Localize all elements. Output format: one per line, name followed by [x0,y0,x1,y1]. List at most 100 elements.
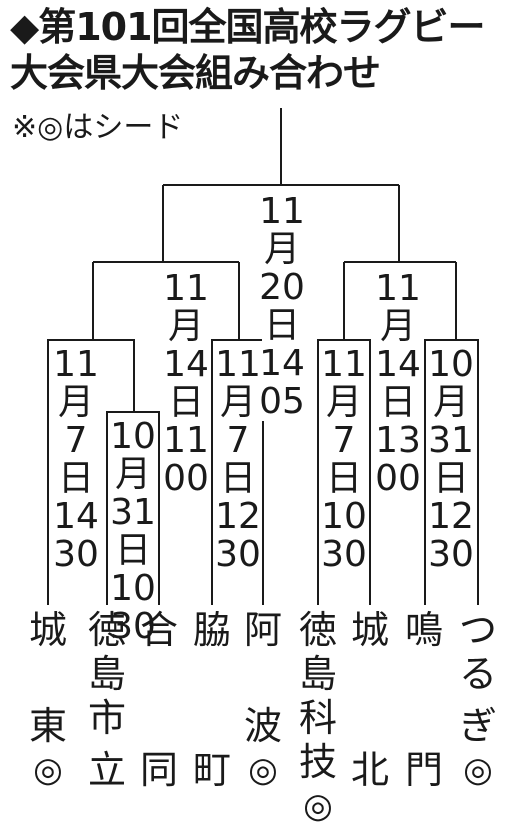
r1-right-time-2: 31 [428,420,474,461]
r1-left-time-2: 31 [110,492,156,533]
team-8-char-b: ぎ [458,704,497,748]
semi-right-time-1: 月 [379,306,416,347]
r1-left-time-4: 10 [110,568,156,609]
r1-right-time-5: 30 [428,534,474,575]
team-5-char-b: 技 [298,740,337,784]
team-1-char-2: 市 [87,696,126,740]
team-2-char-0: 合 [139,608,178,652]
team-4-char-b: 波 [243,704,282,748]
match-time-final: 11 月 20 日 14 05 [259,191,305,422]
team-1-char-1: 島 [87,652,126,696]
title-line-2: 大会県大会組み合わせ [10,51,381,95]
team-5-char-0: 徳 [298,608,337,652]
qf1-box [47,339,135,605]
qf3-box [317,339,371,605]
qf3-time-3: 日 [325,458,362,499]
team-naruto: 鳴 門 [399,608,449,792]
qf2-time-2: 7 [226,420,250,461]
qf2-time-1: 月 [219,382,256,423]
team-1-char-b: 立 [87,748,126,792]
team-3-char-b: 町 [192,748,231,792]
team-0-char-b: 東 [28,704,67,748]
semi-left-time-2: 14 [163,344,209,385]
qf2-time-5: 30 [215,534,261,575]
qf3-time-2: 7 [332,420,356,461]
semi-left-time-0: 11 [163,268,209,309]
final-time-0: 11 [259,191,305,232]
team-8-char-0: つ [458,608,497,652]
seed-note: ※◎はシード [12,110,184,145]
semi-left-time-3: 日 [167,382,204,423]
match-time-r1-left: 10 月 31 日 10 30 [110,416,156,647]
qf3-time-5: 30 [321,534,367,575]
title-line-1: ◆第101回全国高校ラグビー [10,5,486,49]
seed-mark: ◎ [248,750,278,790]
team-0-char-0: 城 [28,608,67,652]
team-1-char-0: 徳 [87,608,126,652]
qf2-time-4: 12 [215,496,261,537]
team-5-char-2: 科 [298,696,337,740]
team-tokushima-kagi: 徳 島 科 技◎ [293,608,343,826]
team-wakimachi: 脇 町 [187,608,237,792]
seed-mark: ◎ [463,750,493,790]
match-time-semi-left: 11 月 14 日 11 00 [163,268,209,499]
r1-left-box [106,411,160,605]
match-time-qf2: 11 月 7 日 12 30 [215,344,261,575]
team-johoku: 城 北 [345,608,395,792]
team-tsurugi: つ る ぎ◎ [453,608,503,792]
qf3-time-1: 月 [325,382,362,423]
team-4-char-0: 阿 [243,608,282,652]
qf2-time-0: 11 [215,344,261,385]
final-time-3: 日 [263,305,300,346]
match-time-qf1: 11 月 7 日 14 30 [53,344,99,575]
qf3-time-4: 10 [321,496,367,537]
team-2-char-b: 同 [139,748,178,792]
semi-left-time-1: 月 [167,306,204,347]
team-awa: 阿 波◎ [238,608,288,792]
r1-right-time-4: 12 [428,496,474,537]
final-time-2: 20 [259,267,305,308]
seed-mark: ◎ [303,786,333,826]
r1-left-time-5: 30 [110,606,156,647]
qf1-time-0: 11 [53,344,99,385]
team-7-char-0: 鳴 [404,608,443,652]
team-7-char-b: 門 [404,748,443,792]
qf3-time-0: 11 [321,344,367,385]
team-joto: 城 東◎ [23,608,73,792]
final-time-1: 月 [263,229,300,270]
qf1-time-3: 日 [57,458,94,499]
semi-right-time-4: 13 [375,420,421,461]
semi-left-time-5: 00 [163,458,209,499]
r1-right-time-0: 10 [428,344,474,385]
seed-mark: ◎ [33,750,63,790]
team-tokushima-shiritsu: 徳 島 市 立 [82,608,132,792]
r1-right-box [424,339,479,605]
qf1-time-5: 30 [53,534,99,575]
qf1-time-4: 14 [53,496,99,537]
r1-left-time-0: 10 [110,416,156,457]
team-godo: 合 同 [134,608,184,792]
team-5-char-1: 島 [298,652,337,696]
team-6-char-0: 城 [350,608,389,652]
semi-right-time-5: 00 [375,458,421,499]
qf2-box [211,339,264,605]
page-title: ◆第101回全国高校ラグビー 大会県大会組み合わせ [10,4,515,96]
semi-left-time-4: 11 [163,420,209,461]
qf2-time-3: 日 [219,458,256,499]
r1-left-time-1: 月 [114,454,151,495]
match-time-semi-right: 11 月 14 日 13 00 [375,268,421,499]
semi-right-time-3: 日 [379,382,416,423]
r1-right-time-3: 日 [432,458,469,499]
match-time-r1-right: 10 月 31 日 12 30 [428,344,474,575]
team-6-char-b: 北 [350,748,389,792]
r1-left-time-3: 日 [114,530,151,571]
semi-right-time-0: 11 [375,268,421,309]
match-time-qf3: 11 月 7 日 10 30 [321,344,367,575]
bracket-lines [47,108,479,605]
semi-right-time-2: 14 [375,344,421,385]
final-time-5: 05 [259,381,305,422]
final-time-4: 14 [259,343,305,384]
team-3-char-0: 脇 [192,608,231,652]
qf1-time-1: 月 [57,382,94,423]
r1-right-time-1: 月 [432,382,469,423]
